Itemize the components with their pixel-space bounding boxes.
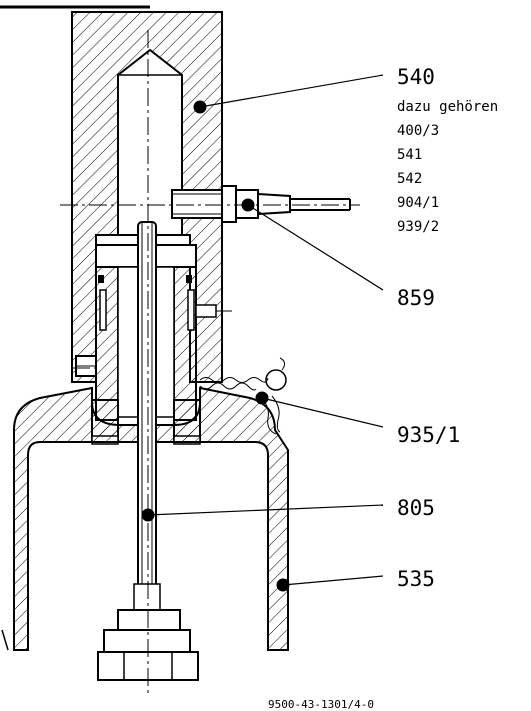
callout-dot-859 xyxy=(241,198,255,212)
callout-label-805: 805 xyxy=(397,496,435,520)
parts-note-item: 904/1 xyxy=(397,195,439,211)
callout-label-540: 540 xyxy=(397,65,435,89)
callout-dot-805 xyxy=(141,508,155,522)
seal-wire-935-1 xyxy=(199,357,287,435)
parts-note-item: 400/3 xyxy=(397,123,439,139)
parts-note-item: 542 xyxy=(397,171,422,187)
fitting-859 xyxy=(221,185,351,223)
callout-dot-935-1 xyxy=(255,391,269,405)
callout-label-535: 535 xyxy=(397,567,435,591)
callout-dot-535 xyxy=(276,578,290,592)
parts-note-heading: dazu gehören xyxy=(397,99,498,115)
upper-body-540 xyxy=(71,11,223,383)
rod-805 xyxy=(133,221,161,613)
parts-note-item: 939/2 xyxy=(397,219,439,235)
leaders xyxy=(147,74,384,586)
callout-label-859: 859 xyxy=(397,286,435,310)
drawing-number: 9500-43-1301/4-0 xyxy=(268,698,374,711)
leader-dots xyxy=(141,100,290,592)
parts-note-item: 541 xyxy=(397,147,422,163)
callout-dot-540 xyxy=(193,100,207,114)
callout-label-935-1: 935/1 xyxy=(397,423,460,447)
center-lines xyxy=(60,30,360,695)
